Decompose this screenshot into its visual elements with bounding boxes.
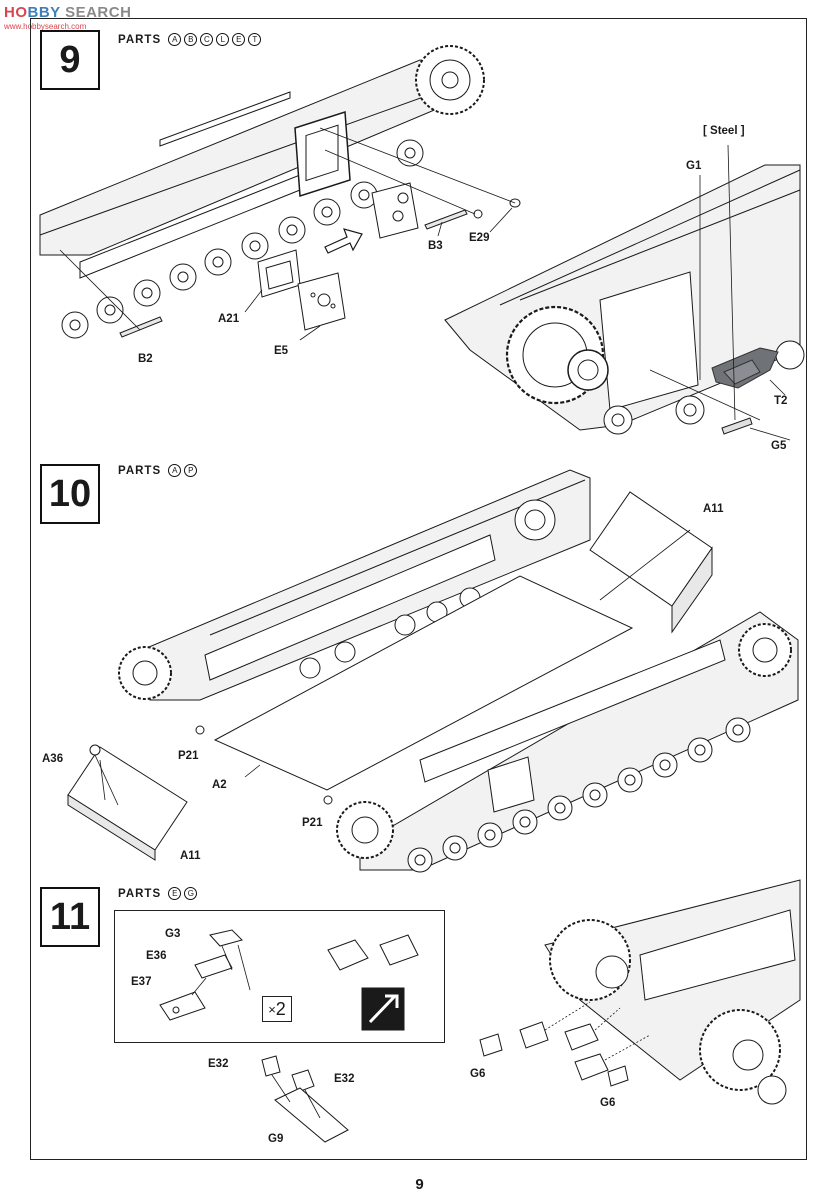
- instruction-page-frame: [30, 18, 807, 1160]
- step10-upper-wheels: [118, 499, 556, 700]
- label-b3: B3: [428, 240, 443, 252]
- label-e37: E37: [131, 976, 152, 988]
- part-p21-bottom: [323, 795, 333, 805]
- label-g6-right: G6: [600, 1097, 616, 1109]
- parts-label: PARTS: [118, 34, 162, 46]
- part-e5-plate-upper: [371, 182, 419, 239]
- label-e5: E5: [274, 345, 289, 357]
- label-e32-right: E32: [334, 1073, 355, 1085]
- part-tree-badge: G: [184, 887, 198, 900]
- step-9-number-box: 9: [40, 30, 100, 90]
- label-p21-left: P21: [178, 750, 199, 762]
- step11-g9-assembly: [261, 1055, 349, 1143]
- part-b2-strip: [119, 316, 163, 338]
- label-g3: G3: [165, 928, 181, 940]
- label-a36: A36: [42, 753, 64, 765]
- step-11-number-box: 11: [40, 887, 100, 947]
- parts-label: PARTS: [118, 465, 162, 477]
- step10-lower-wheels: [336, 623, 792, 873]
- watermark-url: www.hobbysearch.com: [4, 22, 87, 31]
- part-tree-badge: T: [248, 33, 262, 46]
- step11-hull-drawing: [479, 879, 801, 1105]
- label-g1: G1: [686, 160, 702, 172]
- part-tree-badge: C: [200, 33, 214, 46]
- part-tree-badge: P: [184, 464, 198, 477]
- part-b3-strip: [424, 209, 468, 230]
- step10-hull-drawing: [67, 469, 799, 873]
- watermark-logo: HOBBY SEARCH: [4, 4, 132, 21]
- quantity-x2-box: ×2: [262, 996, 292, 1022]
- page-number: 9: [415, 1176, 424, 1193]
- part-tree-badge: L: [216, 33, 230, 46]
- label-p21-bottom: P21: [302, 817, 323, 829]
- label-a11-lower: A11: [180, 850, 201, 862]
- step11-inset-drawing: [159, 929, 419, 1031]
- part-a2-floor: [213, 575, 634, 791]
- arrow-right-icon: [324, 228, 363, 254]
- part-p21-left: [195, 725, 205, 735]
- label-e32-left: E32: [208, 1058, 229, 1070]
- parts-label: PARTS: [118, 888, 162, 900]
- label-g9: G9: [268, 1133, 284, 1145]
- part-g5: [721, 417, 753, 435]
- label-a21: A21: [218, 313, 240, 325]
- label-t2: T2: [774, 395, 788, 407]
- part-tree-badge: E: [168, 887, 182, 900]
- part-a21-frame: [257, 249, 301, 298]
- label-b2: B2: [138, 353, 153, 365]
- label-g5: G5: [771, 440, 787, 452]
- label-g6-left: G6: [470, 1068, 486, 1080]
- part-e5-plate: [297, 272, 346, 331]
- part-tree-badge: A: [168, 33, 182, 46]
- step9-road-wheels: [61, 139, 424, 339]
- step9-drive-sprocket: [415, 45, 485, 115]
- step9-hull-left-drawing: [39, 45, 521, 341]
- label-a11-upper: A11: [703, 503, 724, 515]
- part-a36: [89, 744, 101, 756]
- part-tree-badge: A: [168, 464, 182, 477]
- label-a2: A2: [212, 779, 227, 791]
- part-tree-badge: B: [184, 33, 198, 46]
- label-e29: E29: [469, 232, 490, 244]
- label-steel: [ Steel ]: [703, 125, 745, 137]
- label-e36: E36: [146, 950, 167, 962]
- step9-hull-right-drawing: [444, 144, 805, 441]
- step-11-subassembly-inset: [114, 910, 445, 1043]
- step-10-number-box: 10: [40, 464, 100, 524]
- part-tree-badge: E: [232, 33, 246, 46]
